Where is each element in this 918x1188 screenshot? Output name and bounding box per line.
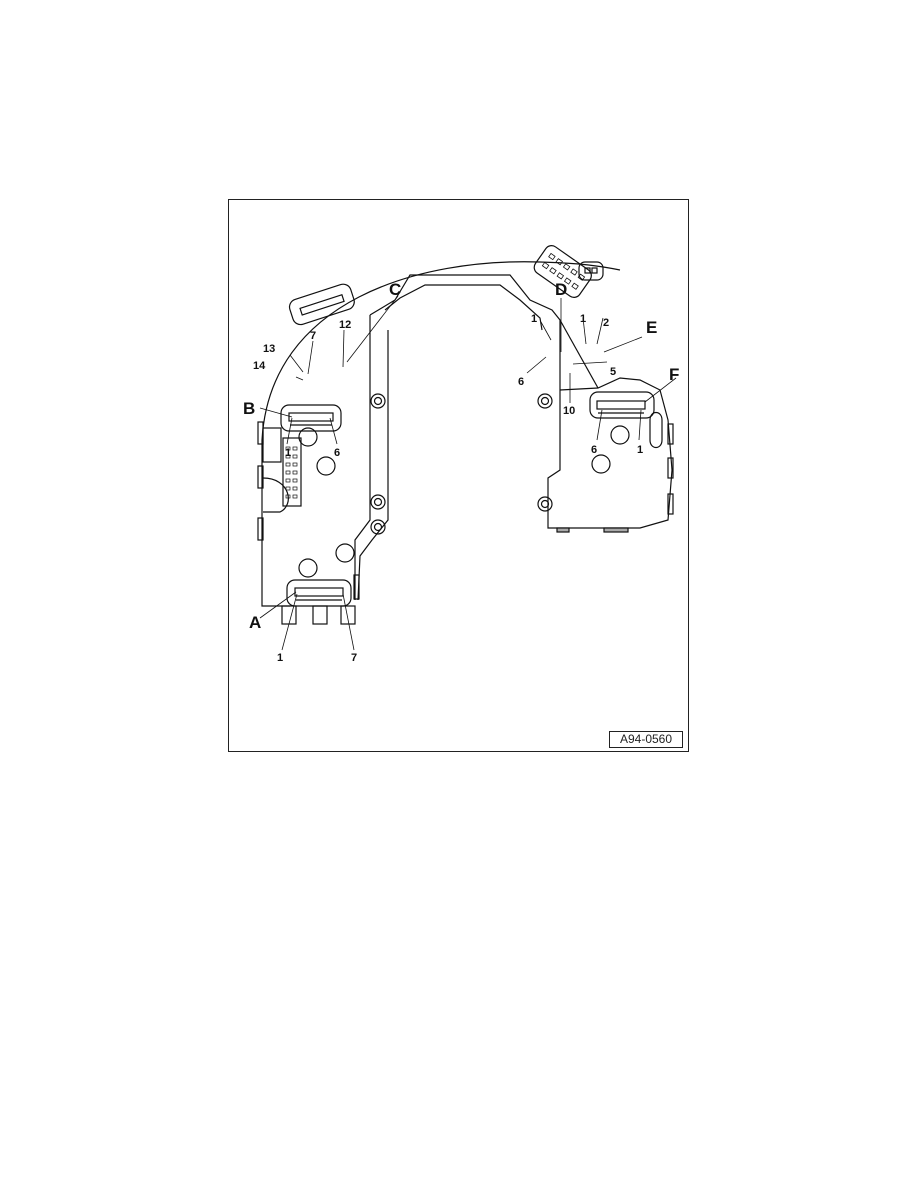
connector-label-D: D	[555, 280, 567, 299]
connector-label-B: B	[243, 399, 255, 418]
pin-label-C-12: 12	[339, 319, 351, 331]
board-outline-top	[261, 261, 621, 441]
pin-label-D-6: 6	[518, 376, 524, 388]
board-frame-outer	[369, 274, 561, 510]
pin-label-B-1: 1	[285, 447, 291, 459]
pin-label-F-1: 1	[637, 444, 643, 456]
connector-label-E: E	[646, 318, 657, 337]
pin-label-A-7: 7	[351, 652, 357, 664]
connector-F	[589, 391, 655, 419]
connector-label-F: F	[669, 365, 679, 384]
leader-lines	[259, 295, 677, 651]
pin-label-C-13: 13	[263, 343, 275, 355]
pin-label-D-1: 1	[531, 313, 537, 325]
pin-label-E-2: 2	[603, 317, 609, 329]
connector-label-A: A	[249, 613, 261, 632]
pin-label-C-7: 7	[310, 330, 316, 342]
pin-label-C-14: 14	[253, 360, 266, 372]
connector-B	[280, 404, 342, 432]
pin-header	[282, 437, 302, 507]
connector-label-C: C	[389, 280, 401, 299]
figure-frame	[228, 199, 689, 752]
board-outline-left	[261, 440, 290, 607]
mounting-holes	[370, 393, 553, 535]
pin-label-A-1: 1	[277, 652, 283, 664]
pin-label-D-10: 10	[563, 405, 575, 417]
right-tab	[667, 423, 674, 445]
connector-A	[286, 579, 352, 607]
connector-E	[578, 261, 604, 281]
figure-reference-code: A94-0560	[609, 731, 683, 748]
pin-label-D-5: 5	[610, 366, 616, 378]
connector-C	[288, 283, 355, 326]
pin-label-B-6: 6	[334, 447, 340, 459]
pin-label-F-6: 6	[591, 444, 597, 456]
connector-D	[533, 245, 592, 298]
pin-label-E-1: 1	[580, 313, 586, 325]
